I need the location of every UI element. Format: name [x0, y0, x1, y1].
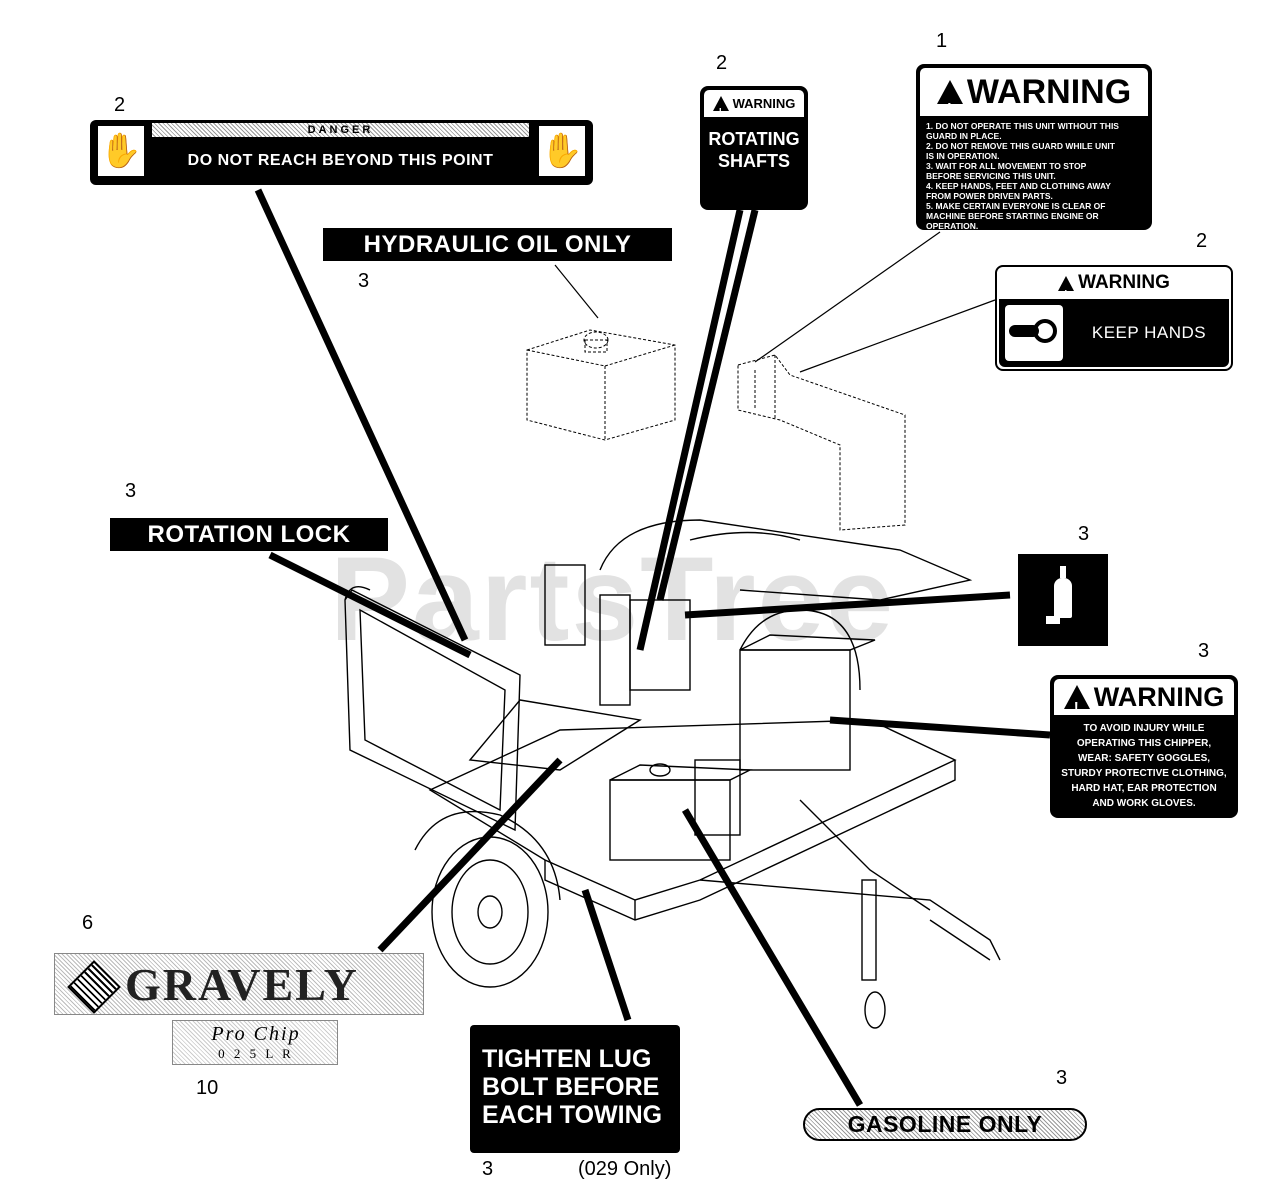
- callout-number: 3: [1056, 1067, 1068, 1089]
- lug-bolt-note: (029 Only): [578, 1158, 672, 1180]
- hand-hazard-icon: ✋: [98, 126, 144, 176]
- rotation-lock-decal: ROTATION LOCK: [110, 518, 388, 551]
- leader-lines: [254, 188, 1051, 1107]
- gasoline-only-decal: GASOLINE ONLY: [803, 1108, 1087, 1141]
- keep-hands-text: KEEP HANDS AWAY: [1091, 323, 1207, 410]
- guard-warning-header: WARNING: [966, 73, 1132, 111]
- callout-number: 2: [114, 94, 126, 116]
- guard-warning-decal: WARNING 1. DO NOT OPERATE THIS UNIT WITH…: [916, 64, 1152, 231]
- callout-number: 1: [936, 30, 948, 52]
- hydraulic-tank: [526, 329, 676, 441]
- gravely-diamond-icon: [65, 958, 121, 1014]
- ppe-warning-header: WARNING: [1093, 682, 1225, 712]
- rotating-text: ROTATING SHAFTS: [708, 129, 800, 171]
- callout-number: 3: [358, 270, 370, 292]
- warning-triangle-icon: [936, 80, 963, 133]
- rotating-shafts-decal: WARNING ROTATING SHAFTS: [700, 86, 808, 210]
- bottle-icon: [1046, 566, 1072, 624]
- danger-header: DANGER: [152, 123, 529, 137]
- gravely-logo-decal: GRAVELY: [54, 953, 424, 1015]
- callout-number: 3: [482, 1158, 494, 1180]
- chipper-machine: [344, 519, 1001, 1029]
- warning-triangle-icon: [1063, 685, 1090, 726]
- warning-triangle-icon: [712, 96, 729, 126]
- keep-hands-header: WARNING: [1078, 272, 1170, 293]
- model-line1: Pro Chip: [211, 1023, 301, 1045]
- partstree-watermark: PartsTree: [330, 532, 895, 666]
- guard-part: [737, 354, 906, 531]
- callout-number: 2: [1196, 230, 1208, 252]
- oil-bottle-symbol-decal: [1018, 554, 1108, 646]
- rotating-header: WARNING: [732, 96, 796, 111]
- model-line2: 0 2 5 L R: [218, 1046, 294, 1061]
- gravely-wordmark: GRAVELY: [125, 959, 359, 1010]
- danger-text: DO NOT REACH BEYOND THIS POINT: [187, 152, 494, 169]
- callout-number: 10: [196, 1077, 219, 1099]
- pro-chip-model-decal: Pro Chip 0 2 5 L R: [172, 1020, 338, 1065]
- lug-bolt-text: TIGHTEN LUG BOLT BEFORE EACH TOWING: [482, 1045, 663, 1129]
- ppe-warning-decal: WARNING TO AVOID INJURY WHILE OPERATING …: [1050, 675, 1238, 818]
- callout-number: 3: [1198, 640, 1210, 662]
- warning-triangle-icon: [1058, 276, 1075, 311]
- callout-number: 2: [716, 52, 728, 74]
- lug-bolt-decal: TIGHTEN LUG BOLT BEFORE EACH TOWING: [470, 1025, 680, 1153]
- danger-decal: ✋ ✋ DANGER DO NOT REACH BEYOND THIS POIN…: [90, 120, 593, 185]
- callout-number: 3: [125, 480, 137, 502]
- hydraulic-oil-decal: HYDRAULIC OIL ONLY: [323, 228, 672, 261]
- guard-warning-list: 1. DO NOT OPERATE THIS UNIT WITHOUT THIS…: [926, 121, 1119, 231]
- callout-number: 6: [82, 912, 94, 934]
- callout-number: 3: [1078, 523, 1090, 545]
- belt-entanglement-icon: [1005, 305, 1063, 361]
- ppe-warning-text: TO AVOID INJURY WHILE OPERATING THIS CHI…: [1061, 723, 1227, 809]
- thin-leader-lines: [554, 231, 996, 373]
- hand-hazard-icon: ✋: [539, 126, 585, 176]
- keep-hands-away-decal: WARNING KEEP HANDS AWAY: [995, 265, 1233, 410]
